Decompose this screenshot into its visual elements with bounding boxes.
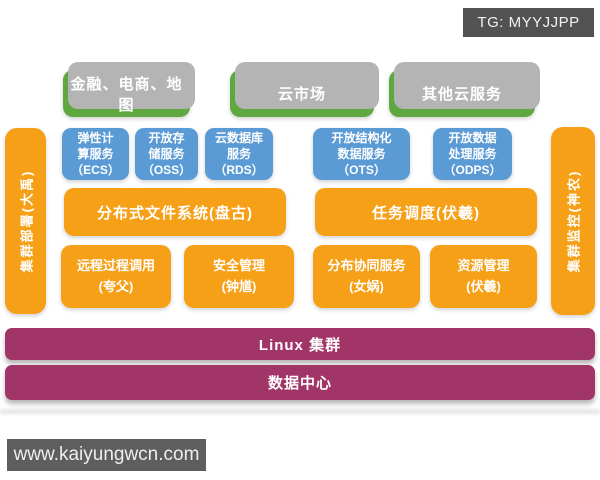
box-zhongkui-security: 安全管理 (钟馗): [184, 245, 294, 308]
box-kuafu-rpc: 远程过程调用 (夸父): [61, 245, 171, 308]
sidebar-dayu-label: 集群部署(大禹): [19, 169, 34, 273]
box-cloud-market: 云市场: [230, 70, 374, 117]
box-odps: 开放数据 处理服务 （ODPS）: [433, 128, 512, 180]
box-pangu-distributed-file-system: 分布式文件系统(盘古): [64, 188, 286, 236]
box-ecs: 弹性计 算服务 （ECS）: [62, 128, 129, 180]
sidebar-dayu-cluster-deployment: 集群部署(大禹): [5, 128, 46, 314]
tg-watermark: TG: MYYJJPP: [463, 8, 594, 37]
bar-linux-cluster: Linux 集群: [5, 328, 595, 360]
box-other-cloud-services: 其他云服务: [389, 70, 535, 117]
bar-data-center: 数据中心: [5, 365, 595, 400]
sidebar-shennong-cluster-monitoring: 集群监控(神农): [551, 127, 595, 315]
box-fuxi-resource-management: 资源管理 (伏羲): [430, 245, 537, 308]
sidebar-shennong-label: 集群监控(神农): [566, 169, 582, 273]
box-finance-ecommerce-map: 金融、电商、地图: [63, 70, 190, 117]
box-nuwa-coordination: 分布协同服务 (女娲): [313, 245, 420, 308]
box-ots: 开放结构化 数据服务 （OTS）: [313, 128, 410, 180]
box-fuxi-task-scheduling: 任务调度(伏羲): [315, 188, 537, 236]
site-watermark: www.kaiyungwcn.com: [7, 439, 206, 471]
box-rds: 云数据库 服务 （RDS）: [205, 128, 273, 180]
diagram-bottom-edge: [0, 409, 600, 414]
box-oss: 开放存 储服务 （OSS）: [135, 128, 198, 180]
